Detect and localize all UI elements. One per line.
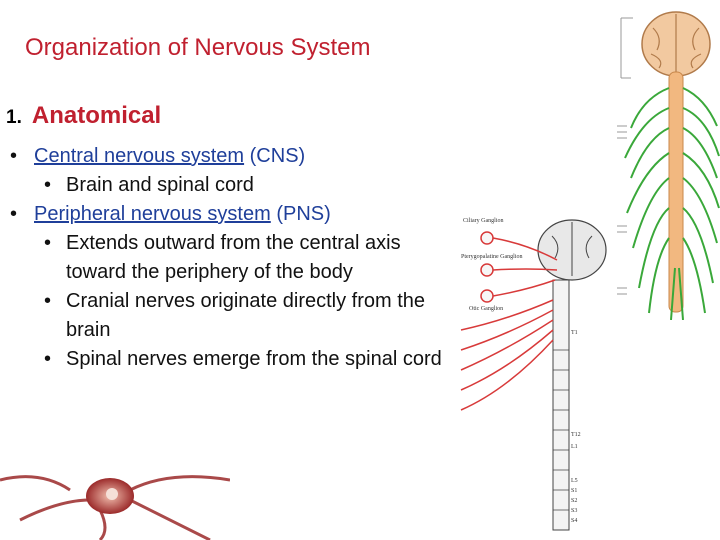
cns-abbrev: (CNS) xyxy=(249,145,306,167)
section-heading: 1. Anatomical xyxy=(6,102,161,130)
bullet-dot: • xyxy=(10,203,18,225)
bullet-dot: • xyxy=(44,290,52,312)
bullet-dot: • xyxy=(10,145,18,167)
cranial-spinal-nerves-illustration: Ciliary Ganglion Pterygopalatine Ganglio… xyxy=(460,218,607,531)
sub-bullet-spinal: • Spinal nerves emerge from the spinal c… xyxy=(10,345,460,374)
label-otic: Otic Ganglion xyxy=(469,306,503,312)
neuron-illustration xyxy=(0,475,230,540)
sub-bullet-brain-spinal: • Brain and spinal cord xyxy=(10,171,460,200)
pns-abbrev: (PNS) xyxy=(276,203,331,225)
section-label: Anatomical xyxy=(31,102,162,129)
label-s4: S4 xyxy=(571,518,577,524)
sub-bullet-text: Cranial nerves originate directly from t… xyxy=(66,290,426,341)
cns-link[interactable]: Central nervous system xyxy=(34,145,245,167)
slide-title: Organization of Nervous System xyxy=(25,34,371,61)
bullet-dot: • xyxy=(44,348,52,370)
sub-bullet-text: Spinal nerves emerge from the spinal cor… xyxy=(66,348,442,370)
label-l5: L5 xyxy=(571,478,578,484)
label-pterygopalatine: Pterygopalatine Ganglion xyxy=(461,254,523,260)
sub-bullet-cranial: • Cranial nerves originate directly from… xyxy=(10,287,460,345)
pns-link[interactable]: Peripheral nervous system xyxy=(34,203,271,225)
sub-bullet-extends: • Extends outward from the central axis … xyxy=(10,229,460,287)
label-s3: S3 xyxy=(571,508,577,514)
label-s1: S1 xyxy=(571,488,577,494)
label-s2: S2 xyxy=(571,498,577,504)
bullet-cns: • Central nervous system (CNS) xyxy=(10,142,460,171)
bullet-list: • Central nervous system (CNS) • Brain a… xyxy=(10,142,460,374)
label-l1: L1 xyxy=(571,444,578,450)
bullet-dot: • xyxy=(44,232,52,254)
sub-bullet-text: Extends outward from the central axis to… xyxy=(66,232,401,283)
label-t12: T12 xyxy=(571,432,581,438)
section-number: 1. xyxy=(6,107,22,128)
bullet-pns: • Peripheral nervous system (PNS) xyxy=(10,200,460,229)
sub-bullet-text: Brain and spinal cord xyxy=(66,174,254,196)
label-t1: T1 xyxy=(571,330,578,336)
label-ciliary: Ciliary Ganglion xyxy=(463,218,504,224)
nervous-system-body-illustration xyxy=(613,8,720,320)
bullet-dot: • xyxy=(44,174,52,196)
